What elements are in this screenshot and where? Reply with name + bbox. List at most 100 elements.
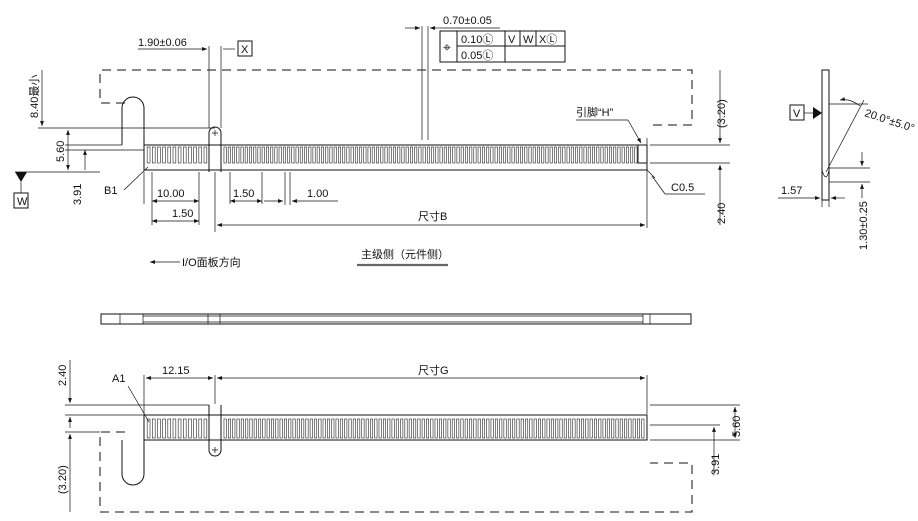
contact-pin [405, 146, 409, 164]
top-view: 1.90±0.06 X 0.70±0.05 ⌖ 0.10Ⓛ V W XⓁ 0.0… [13, 15, 730, 269]
profile-board [821, 69, 830, 201]
bottom-dim-2-40: 2.40 [57, 365, 69, 386]
contact-pin [541, 146, 545, 164]
contact-pin [410, 146, 413, 164]
dim-1-57: 1.57 [781, 185, 802, 197]
contact-pin [637, 418, 641, 439]
dim-1-50-b: 1.50 [172, 208, 193, 220]
contact-pin [339, 418, 343, 439]
contact-pin [408, 418, 412, 439]
contact-pin [482, 418, 485, 439]
contact-pin [558, 146, 562, 164]
contact-pin [490, 418, 494, 439]
contact-pin [473, 146, 477, 164]
edge-view [100, 313, 692, 325]
contact-pin [435, 146, 439, 164]
contact-pin [401, 146, 405, 164]
contact-pin [611, 418, 615, 439]
contact-pin [594, 418, 597, 439]
dim-12-15: 12.15 [162, 365, 190, 377]
contact-pin [426, 418, 430, 439]
contact-pin [177, 146, 182, 164]
contact-pin [352, 418, 356, 439]
label-a1: A1 [112, 373, 125, 385]
contact-pin [305, 418, 309, 439]
contact-pin [520, 146, 523, 164]
contact-pin [312, 146, 316, 164]
contact-pin [279, 418, 283, 439]
contact-pin [245, 418, 249, 439]
contact-pin [271, 418, 274, 439]
contact-pin [292, 418, 296, 439]
datum-x-label: X [241, 44, 249, 56]
contact-pin [167, 146, 171, 164]
contact-pin [278, 146, 282, 164]
contact-pin [309, 418, 313, 439]
contact-pin [533, 418, 537, 439]
contact-pin [253, 146, 257, 164]
contact-pin [188, 418, 192, 439]
contact-pin [203, 418, 208, 439]
contact-pin [634, 146, 638, 164]
top-key-notch [208, 126, 222, 172]
contact-pin [641, 418, 645, 439]
contact-pin [563, 418, 567, 439]
contact-pin [456, 418, 460, 439]
contact-pin [566, 146, 570, 164]
dim-size-b: 尺寸B [418, 209, 447, 223]
contact-pin [438, 418, 442, 439]
contact-pin [338, 146, 341, 164]
contact-pin [434, 418, 438, 439]
contact-pin [167, 418, 171, 439]
contact-pin [413, 418, 417, 439]
dim-1-50-a: 1.50 [233, 188, 254, 200]
contact-pin [152, 418, 156, 439]
label-b1: B1 [104, 185, 117, 197]
contact-pin [240, 146, 244, 164]
contact-pin [359, 146, 363, 164]
contact-pin [388, 146, 392, 164]
chamfer-c05 [646, 169, 656, 179]
contact-pin [308, 146, 312, 164]
contact-pin [183, 146, 187, 164]
contact-pin [291, 146, 295, 164]
contact-pin [387, 418, 391, 439]
datum-w-label: W [17, 196, 28, 208]
contact-pin [333, 146, 337, 164]
contact-pin [498, 146, 502, 164]
contact-pin [451, 418, 455, 439]
dim-1-00: 1.00 [307, 188, 328, 200]
datum-v-triangle [813, 107, 822, 119]
label-pin-h: 引脚“H” [576, 105, 614, 119]
contact-pin [520, 418, 524, 439]
bottom-board-outline [99, 431, 693, 513]
contact-pin [555, 418, 559, 439]
contact-pin [617, 146, 621, 164]
contact-pin [391, 418, 395, 439]
contact-pin [327, 418, 330, 439]
contact-pin [240, 418, 244, 439]
dim-3-20: (3.20) [716, 99, 728, 128]
contact-pin [266, 146, 269, 164]
contact-pin [452, 146, 456, 164]
contact-pin [314, 418, 318, 439]
frame-ref-x: XⓁ [539, 33, 557, 46]
contact-pin [146, 418, 151, 439]
contact-pin [559, 418, 563, 439]
contact-pin [296, 418, 300, 439]
contact-pin [258, 418, 262, 439]
contact-pin [232, 418, 236, 439]
contact-pin [162, 146, 166, 164]
contact-pin [282, 146, 286, 164]
contact-pin [507, 146, 511, 164]
contact-pin [384, 146, 388, 164]
contact-pin [473, 418, 477, 439]
contact-pin [598, 418, 602, 439]
contact-pin [619, 418, 623, 439]
contact-pin [490, 146, 494, 164]
contact-pin [426, 146, 430, 164]
edge-view-body [100, 313, 692, 325]
contact-pin [602, 418, 606, 439]
contact-pin [448, 146, 451, 164]
dim-8-40: 8.40最小 [28, 75, 41, 118]
